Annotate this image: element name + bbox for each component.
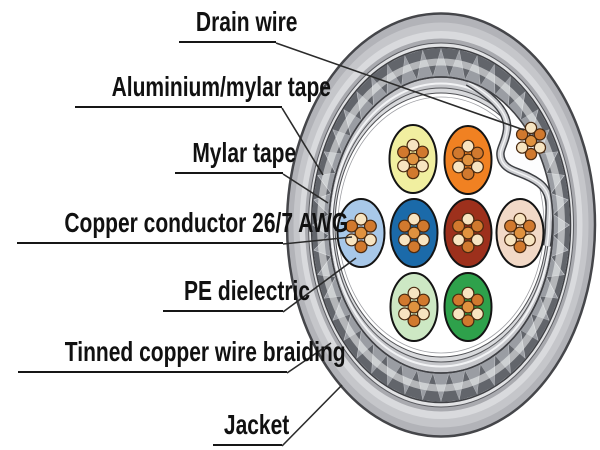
braid-inner-edge <box>328 76 554 374</box>
leader-line-pe-dielectric <box>282 257 357 313</box>
label-jacket: Jacket <box>213 411 289 446</box>
leader-lines <box>275 42 525 447</box>
label-copper-conductor: Copper conductor 26/7 AWG <box>17 209 348 244</box>
conductors <box>336 121 547 342</box>
pair-wire-pale-green <box>389 272 439 342</box>
drain-wire-strands <box>515 121 547 161</box>
label-aluminium-mylar-tape: Aluminium/mylar tape <box>75 73 331 108</box>
label-tinned-copper-wire-braiding: Tinned copper wire braiding <box>18 338 346 373</box>
pair-wire-pink <box>495 198 545 268</box>
leader-line-mylar-tape <box>282 173 329 204</box>
pair-wire-dark-red <box>443 198 493 268</box>
tape-fold-highlight <box>467 81 551 247</box>
pair-wire-orange <box>443 125 493 195</box>
pair-wire-light-blue <box>336 198 386 268</box>
leader-line-tinned-copper-wire-braiding <box>286 342 332 374</box>
leader-line-drain-wire <box>275 42 525 131</box>
label-mylar-tape: Mylar tape <box>175 139 296 174</box>
pair-wire-dark-blue <box>389 198 439 268</box>
leader-line-copper-conductor <box>282 236 353 245</box>
pair-wire-green <box>443 272 493 342</box>
label-drain-wire: Drain wire <box>179 8 297 43</box>
leader-line-jacket <box>281 384 343 447</box>
label-pe-dielectric: PE dielectric <box>163 277 310 312</box>
pair-wire-yellow <box>388 124 438 194</box>
leader-line-aluminium-mylar-tape <box>281 107 324 176</box>
drain-wire-pocket <box>465 78 553 248</box>
